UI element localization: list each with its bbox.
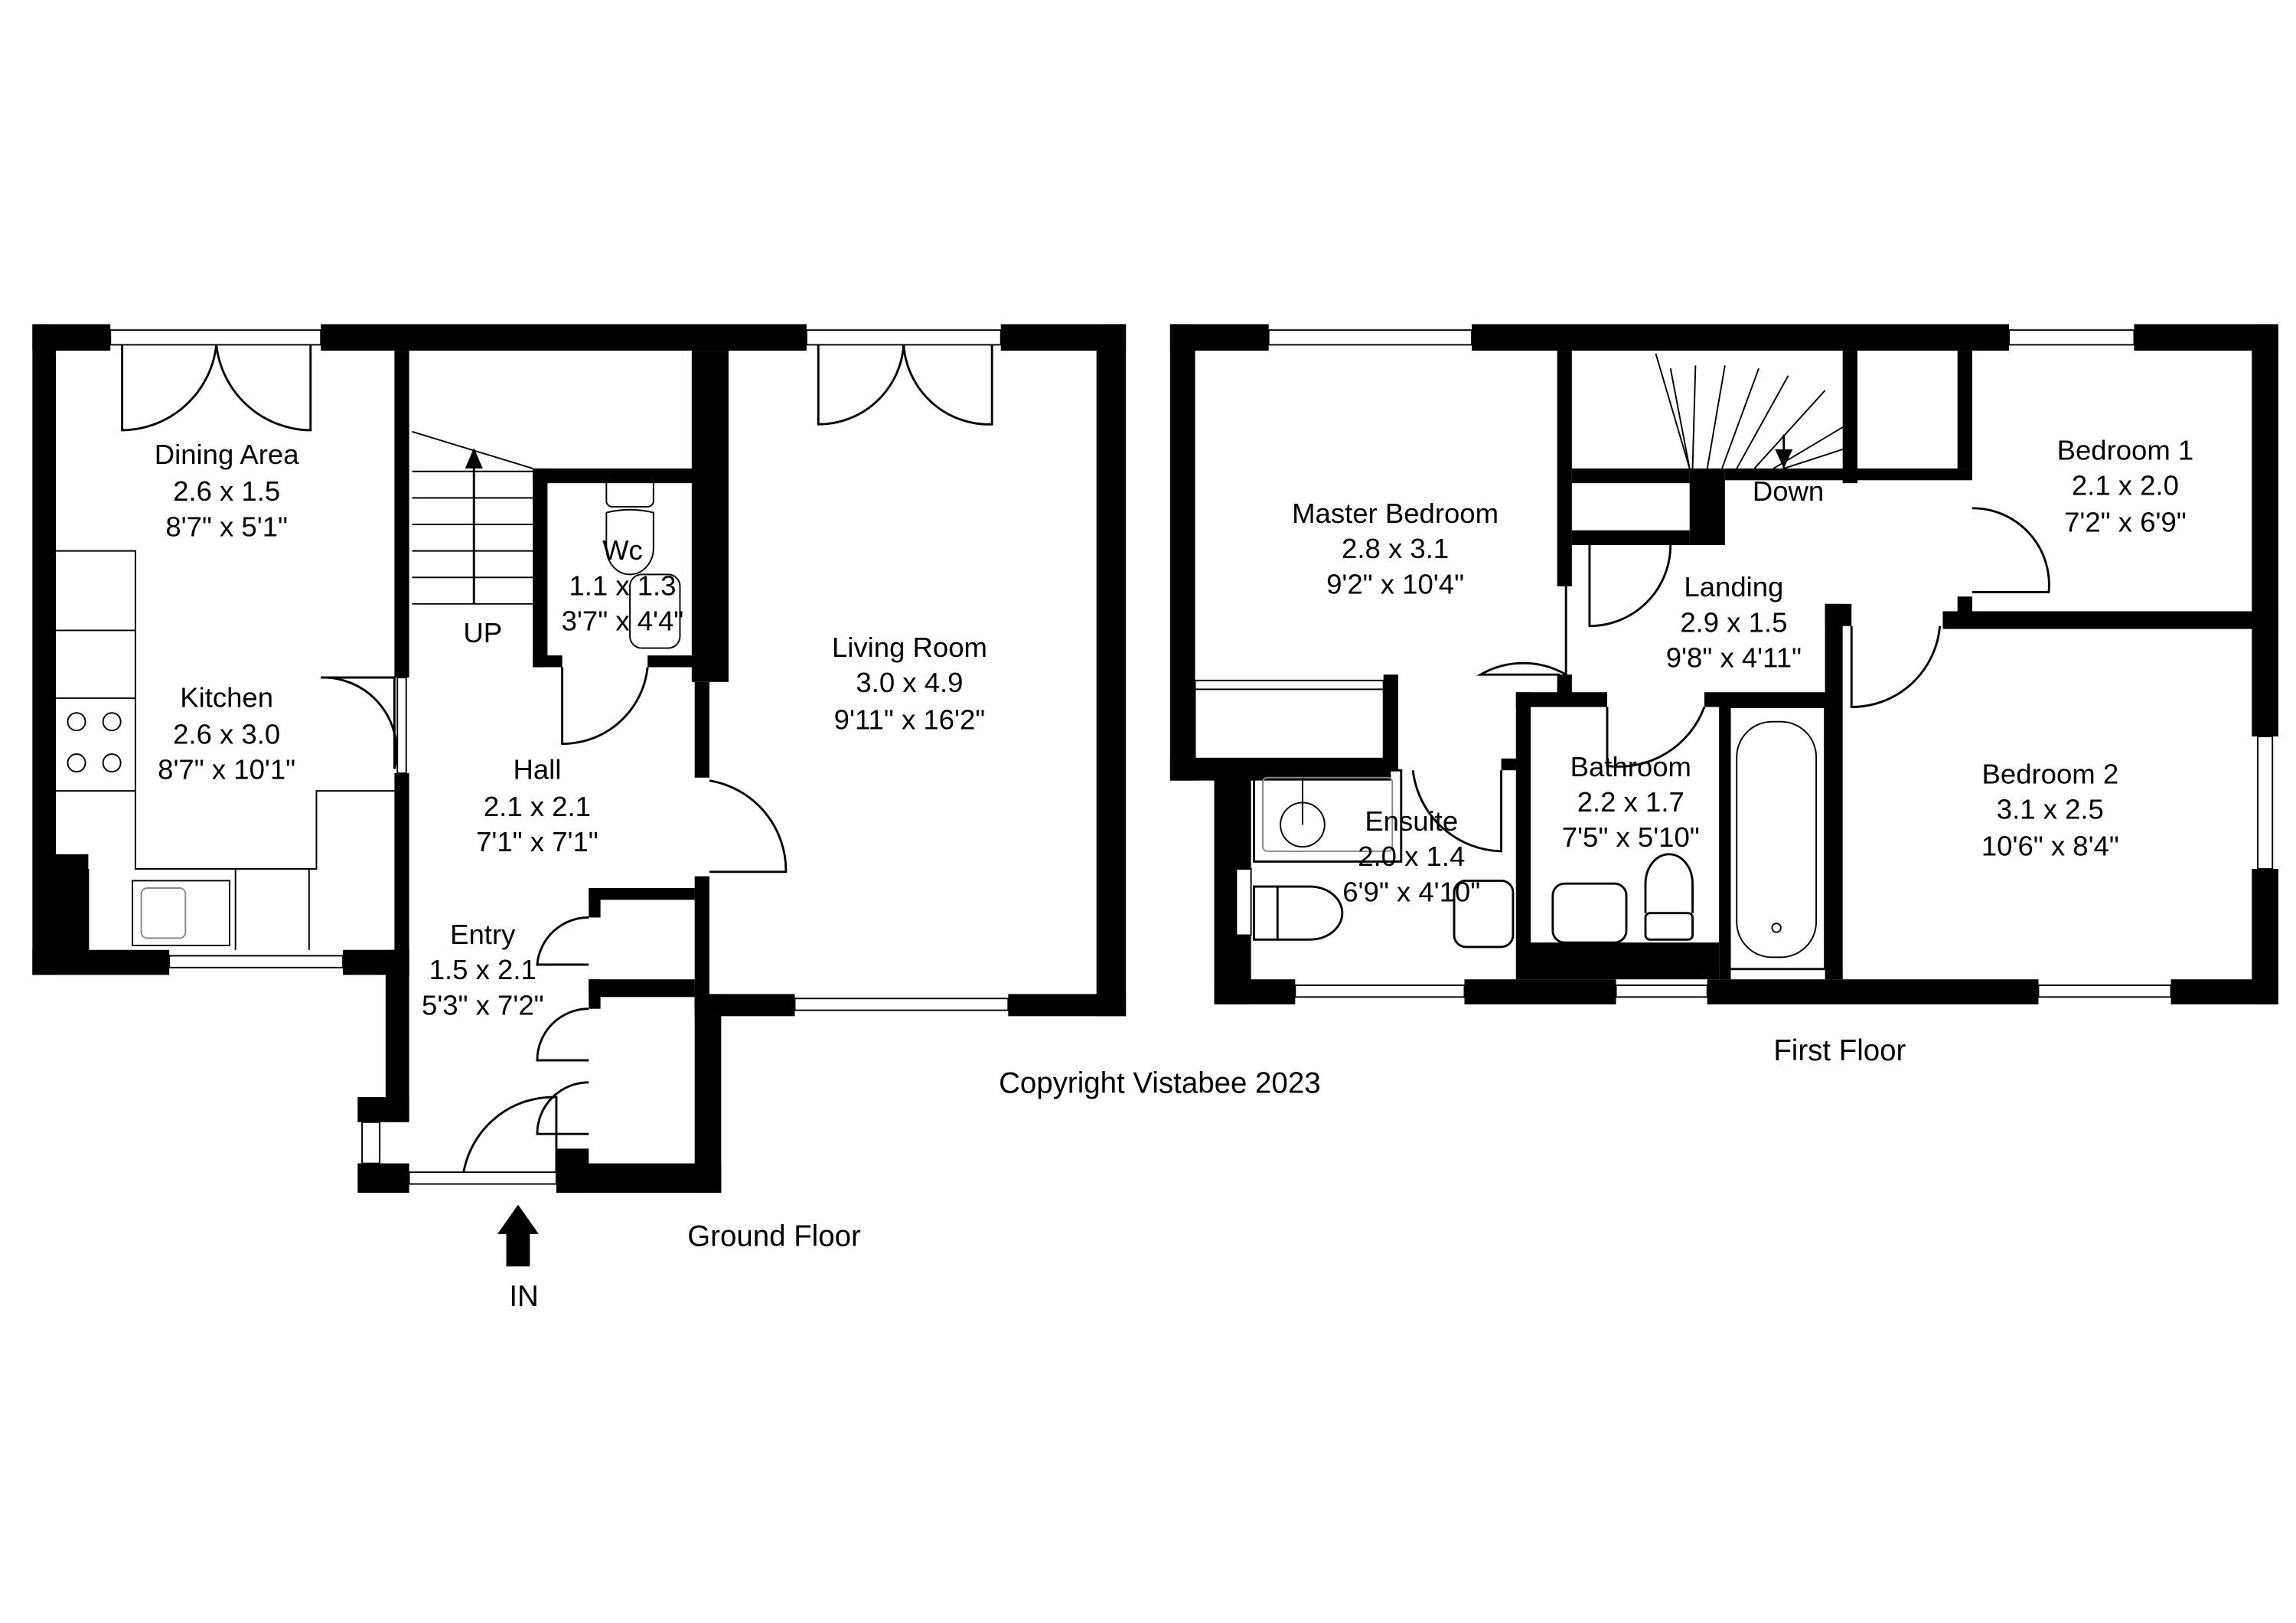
room-label-wc: Wc 1.1 x 1.3 3'7" x 4'4" — [562, 534, 684, 636]
svg-text:2.6 x 1.5: 2.6 x 1.5 — [173, 475, 280, 507]
door-bedroom-1[interactable] — [1971, 507, 2050, 593]
room-label-bedroom-2: Bedroom 2 3.1 x 2.5 10'6" x 8'4" — [1981, 758, 2119, 861]
door-landing-cupboard[interactable] — [1588, 544, 1672, 628]
room-label-bathroom: Bathroom 2.2 x 1.7 7'5" x 5'10" — [1562, 751, 1700, 853]
basin-icon — [1551, 882, 1628, 944]
svg-text:6'9" x 4'10": 6'9" x 4'10" — [1342, 876, 1480, 907]
toilet-icon — [1644, 853, 1694, 941]
svg-text:7'2" x 6'9": 7'2" x 6'9" — [2064, 507, 2187, 538]
door-bathroom[interactable] — [1606, 706, 1706, 768]
svg-text:Living Room: Living Room — [832, 632, 987, 663]
svg-text:2.9 x 1.5: 2.9 x 1.5 — [1680, 606, 1787, 638]
copyright-text: Copyright Vistabee 2023 — [999, 1066, 1320, 1099]
door-kitchen[interactable] — [321, 676, 398, 769]
svg-text:3'7" x 4'4": 3'7" x 4'4" — [562, 605, 684, 636]
door-living[interactable] — [709, 779, 788, 874]
door-wc[interactable] — [561, 667, 649, 745]
room-label-entry: Entry 1.5 x 2.1 5'3" x 7'2" — [422, 919, 544, 1020]
bathtub-icon — [1724, 706, 1827, 971]
door-master-bedroom[interactable] — [1476, 586, 1567, 677]
svg-text:10'6" x 8'4": 10'6" x 8'4" — [1981, 831, 2119, 862]
ground-floor-plan: Dining Area 2.6 x 1.5 8'7" x 5'1" Kitche… — [32, 324, 1127, 1313]
svg-text:8'7" x 5'1": 8'7" x 5'1" — [165, 511, 288, 542]
first-floor-label: First Floor — [1773, 1034, 1906, 1067]
room-label-hall: Hall 2.1 x 2.1 7'1" x 7'1" — [476, 754, 598, 857]
room-label-master-bedroom: Master Bedroom 2.8 x 3.1 9'2" x 10'4" — [1292, 498, 1499, 599]
wardrobe — [1194, 679, 1384, 759]
svg-text:Master Bedroom: Master Bedroom — [1292, 498, 1499, 529]
svg-text:Dining Area: Dining Area — [155, 439, 299, 470]
toilet-icon — [1253, 885, 1344, 941]
front-door[interactable] — [462, 1096, 558, 1173]
svg-text:2.6 x 3.0: 2.6 x 3.0 — [173, 719, 280, 750]
svg-text:Hall: Hall — [513, 754, 561, 785]
svg-text:9'11" x 16'2": 9'11" x 16'2" — [834, 704, 986, 735]
room-label-kitchen: Kitchen 2.6 x 3.0 8'7" x 10'1" — [158, 681, 295, 785]
room-label-dining-area: Dining Area 2.6 x 1.5 8'7" x 5'1" — [155, 439, 299, 542]
room-label-living-room: Living Room 3.0 x 4.9 9'11" x 16'2" — [832, 632, 987, 735]
french-doors-dining[interactable] — [109, 329, 322, 432]
first-floor-plan: Master Bedroom 2.8 x 3.1 9'2" x 10'4" Do… — [1169, 324, 2278, 1067]
svg-text:2.1 x 2.1: 2.1 x 2.1 — [484, 791, 591, 822]
walls — [32, 324, 1127, 1194]
stairs-up-label: UP — [463, 617, 502, 648]
walls — [1169, 324, 2278, 1004]
svg-text:2.8 x 3.1: 2.8 x 3.1 — [1342, 533, 1449, 564]
room-label-bedroom-1: Bedroom 1 2.1 x 2.0 7'2" x 6'9" — [2057, 434, 2194, 537]
stairs-down-label: Down — [1753, 475, 1824, 507]
svg-text:Bathroom: Bathroom — [1570, 751, 1691, 782]
svg-text:Entry: Entry — [450, 919, 516, 950]
ground-floor-label: Ground Floor — [687, 1220, 861, 1252]
stairs-down[interactable] — [1655, 353, 1844, 469]
svg-text:7'5" x 5'10": 7'5" x 5'10" — [1562, 821, 1700, 853]
svg-text:Ensuite: Ensuite — [1365, 805, 1458, 837]
hob-icon — [67, 712, 122, 773]
door-bedroom-2[interactable] — [1850, 625, 1942, 708]
svg-text:Kitchen: Kitchen — [180, 681, 273, 713]
svg-text:9'2" x 10'4": 9'2" x 10'4" — [1326, 568, 1464, 599]
svg-text:9'8" x 4'11": 9'8" x 4'11" — [1666, 642, 1802, 674]
svg-text:1.5 x 2.1: 1.5 x 2.1 — [429, 954, 536, 985]
svg-text:2.1 x 2.0: 2.1 x 2.0 — [2072, 470, 2179, 501]
room-label-ensuite: Ensuite 2.0 x 1.4 6'9" x 4'10" — [1342, 805, 1480, 907]
svg-text:8'7" x 10'1": 8'7" x 10'1" — [158, 754, 295, 785]
room-label-landing: Landing 2.9 x 1.5 9'8" x 4'11" — [1666, 571, 1802, 673]
svg-text:3.1 x 2.5: 3.1 x 2.5 — [1997, 794, 2104, 825]
svg-text:2.2 x 1.7: 2.2 x 1.7 — [1577, 786, 1684, 818]
kitchen-units — [56, 550, 395, 950]
svg-text:Wc: Wc — [602, 534, 643, 566]
french-doors-living[interactable] — [805, 329, 1002, 426]
shower-icon — [1253, 769, 1403, 863]
stairs-up[interactable] — [412, 430, 533, 605]
basin-icon — [1453, 879, 1515, 949]
basin-icon — [629, 573, 681, 649]
svg-text:3.0 x 4.9: 3.0 x 4.9 — [856, 667, 963, 698]
svg-text:1.1 x 1.3: 1.1 x 1.3 — [569, 570, 676, 601]
door-ensuite[interactable] — [1411, 769, 1502, 853]
svg-text:Bedroom 2: Bedroom 2 — [1982, 758, 2119, 789]
svg-text:7'1" x 7'1": 7'1" x 7'1" — [476, 826, 598, 857]
entrance-label: IN — [509, 1280, 538, 1313]
svg-text:5'3" x 7'2": 5'3" x 7'2" — [422, 989, 544, 1020]
svg-text:Bedroom 1: Bedroom 1 — [2057, 434, 2194, 465]
toilet-icon — [605, 476, 654, 576]
svg-text:Landing: Landing — [1684, 571, 1783, 603]
svg-text:2.0 x 1.4: 2.0 x 1.4 — [1358, 841, 1465, 872]
entrance-arrow-icon — [497, 1204, 539, 1267]
